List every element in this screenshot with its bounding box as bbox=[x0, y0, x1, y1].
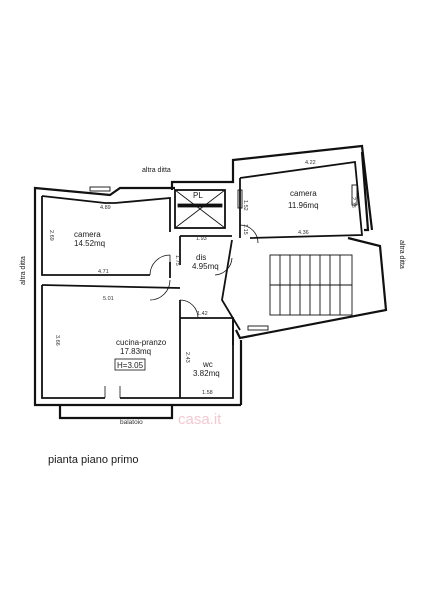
dim-label: 1.15 bbox=[242, 224, 248, 235]
dim-label: 2.69 bbox=[48, 230, 54, 241]
plan-caption: pianta piano primo bbox=[48, 454, 139, 466]
height-box bbox=[114, 358, 146, 371]
wc-name: wc bbox=[202, 360, 213, 369]
cucina-area: 17.83mq bbox=[120, 347, 151, 356]
wc-area: 3.82mq bbox=[193, 369, 220, 378]
cucina-name: cucina-pranzo bbox=[116, 338, 167, 347]
dim-label: 5.01 bbox=[103, 296, 114, 302]
camera-left-name: camera bbox=[74, 230, 101, 239]
neighbor-top-label: altra ditta bbox=[142, 167, 171, 174]
pl-shaft bbox=[174, 189, 226, 229]
pl-label: PL bbox=[193, 191, 203, 200]
camera-right-name: camera bbox=[290, 189, 317, 198]
dim-label: 1.75 bbox=[174, 255, 180, 266]
dim-label: 2.43 bbox=[184, 352, 190, 363]
dim-label: 4.71 bbox=[98, 269, 109, 275]
dim-label: 1.93 bbox=[196, 236, 207, 242]
dim-label: 3.66 bbox=[54, 335, 60, 346]
cucina-height: H=3.05 bbox=[117, 361, 144, 370]
camera-left-area: 14.52mq bbox=[74, 239, 105, 248]
dim-label: 1.52 bbox=[242, 200, 248, 211]
windows bbox=[89, 184, 358, 331]
camera-right-area: 11.96mq bbox=[288, 201, 319, 210]
dim-label: 1.58 bbox=[202, 390, 213, 396]
outer-walls bbox=[33, 144, 388, 420]
dim-label: 1.42 bbox=[197, 311, 208, 317]
dim-label: 4.36 bbox=[298, 230, 309, 236]
inner-walls bbox=[41, 160, 363, 399]
dim-label: 4.89 bbox=[100, 205, 111, 211]
door-swings bbox=[104, 224, 259, 398]
balatoio-label: balatoio bbox=[120, 419, 143, 426]
neighbor-right-label: altra ditta bbox=[398, 240, 405, 269]
watermark-text: casa.it bbox=[178, 411, 222, 428]
dim-label: 4.22 bbox=[305, 160, 316, 166]
neighbor-left-label: altra ditta bbox=[20, 256, 27, 285]
dis-area: 4.95mq bbox=[192, 262, 219, 271]
dis-name: dis bbox=[196, 253, 206, 262]
staircase bbox=[269, 254, 353, 316]
dim-label: 2.78 bbox=[350, 197, 356, 208]
